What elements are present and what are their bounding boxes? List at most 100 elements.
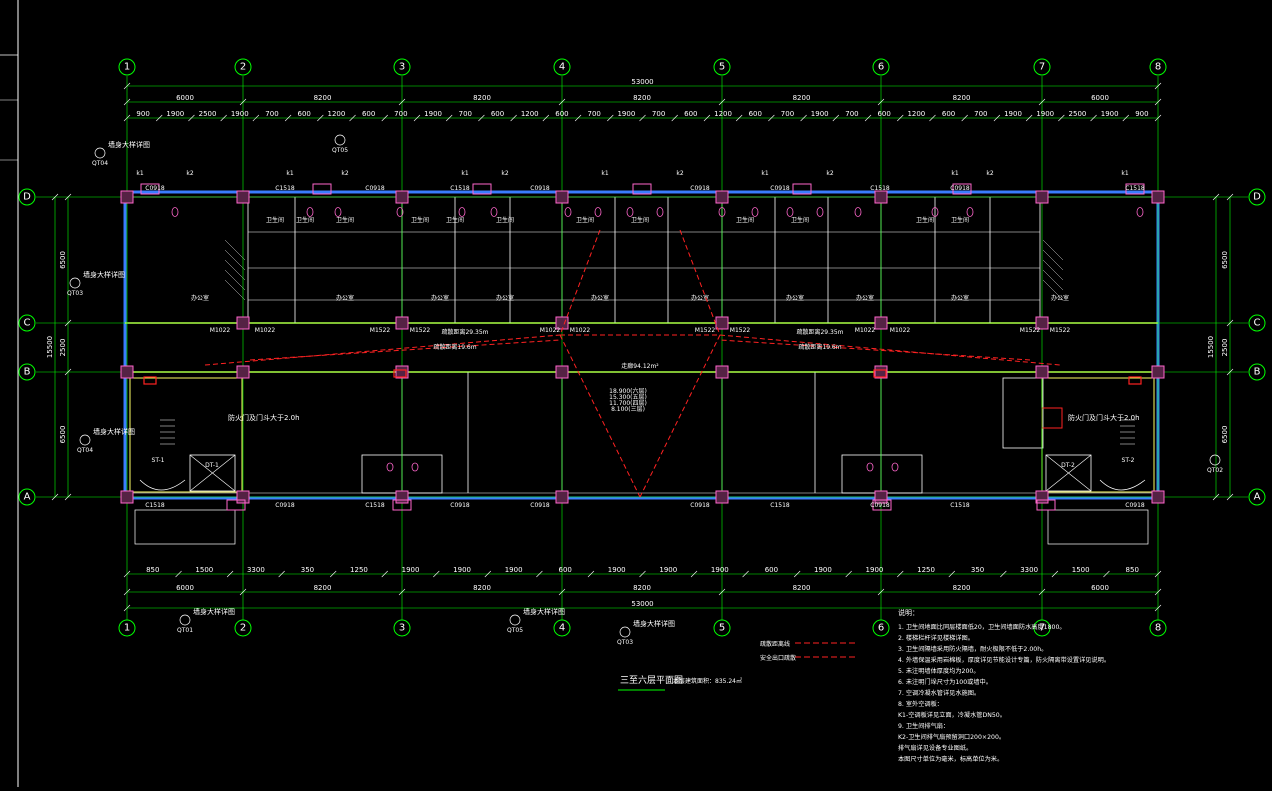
door-tag: M1522	[730, 327, 751, 334]
column	[1151, 490, 1165, 504]
dim-detail-top-tick	[1058, 114, 1065, 122]
dim-detail-bottom-tick	[1051, 570, 1059, 578]
room-label-bathroom: 卫生间	[916, 216, 934, 224]
dim-detail-top-value: 1200	[714, 110, 732, 118]
axis-bubble-3-bottom	[393, 619, 411, 637]
dim-detail-top-value: 900	[1135, 110, 1148, 118]
room-label-office: 办公室	[496, 294, 514, 302]
dim-detail-bottom-value: 1250	[350, 566, 368, 574]
toilet-fixture	[1136, 207, 1144, 217]
axis-label-8: 8	[1155, 623, 1161, 634]
column	[120, 365, 134, 379]
dim-total-bottom-tick	[123, 604, 131, 612]
evacuation-path	[249, 339, 561, 361]
dim-axis-bottom-value: 8200	[953, 584, 971, 592]
dim-axis-top-value: 8200	[953, 94, 971, 102]
column	[120, 490, 134, 504]
k-label: k2	[826, 170, 833, 177]
column	[1035, 316, 1049, 330]
evacuation-path	[204, 334, 561, 366]
toilet-fixture	[458, 207, 466, 217]
column	[1035, 190, 1049, 204]
column	[1151, 190, 1165, 204]
k-label: k1	[136, 170, 143, 177]
axis-label-D: D	[1253, 192, 1261, 203]
dim-detail-top-value: 700	[394, 110, 407, 118]
elevator-label-dt1: DT-1	[205, 462, 219, 469]
window-tag-bottom: C0918	[1125, 502, 1145, 509]
dim-detail-top-tick	[607, 114, 614, 122]
axis-bubble-6-bottom	[872, 619, 890, 637]
dim-left-axes-tick	[64, 493, 72, 501]
window-tag-bottom: C1518	[365, 502, 385, 509]
note-line-13: 本图尺寸单位为毫米，标高单位为米。	[898, 755, 1003, 763]
column	[236, 190, 250, 204]
evacuation-path	[639, 334, 721, 498]
legend: 疏散距离线 安全出口疏散	[760, 640, 855, 662]
dim-detail-bottom-value: 1900	[866, 566, 884, 574]
ac-unit-top	[632, 183, 652, 195]
axis-bubble-8-bottom	[1149, 619, 1167, 637]
dim-detail-top-tick	[671, 114, 678, 122]
column	[395, 316, 409, 330]
column	[120, 190, 134, 204]
detail-callout-text: 墙身大样详图	[108, 140, 150, 149]
axis-bubble-C-right	[1248, 314, 1266, 332]
dim-axis-top-tick	[877, 98, 885, 106]
dim-detail-bottom-value: 1900	[453, 566, 471, 574]
room-label-bathroom: 卫生间	[296, 216, 314, 224]
dim-detail-top-tick	[413, 114, 421, 122]
toilet-fixture	[966, 207, 974, 217]
dim-detail-bottom-value: 1900	[402, 566, 420, 574]
column	[555, 490, 569, 504]
detail-ref-qt05: QT05	[507, 627, 523, 634]
detail-ref-qt02: QT02	[1207, 467, 1223, 474]
dim-detail-bottom-tick	[845, 570, 852, 578]
axis-bubble-D-left	[18, 188, 36, 206]
room-label-office: 办公室	[856, 294, 874, 302]
window-tag-bottom: C1518	[770, 502, 790, 509]
detail-callout-text: 墙身大样详图	[633, 619, 675, 628]
elevation-tag: 15.300(五层)	[609, 394, 647, 401]
note-line-2: 2. 楼梯栏杆详见楼梯详图。	[898, 634, 974, 642]
dim-right-axes-value: 6500	[1221, 251, 1229, 269]
axis-bubble-7-bottom	[1033, 619, 1051, 637]
dim-detail-top-value: 2500	[1069, 110, 1087, 118]
dim-left-axes-tick	[64, 368, 72, 376]
toilet-fixture	[306, 207, 314, 217]
dim-right-total-tick	[1212, 193, 1220, 201]
room-label-office: 办公室	[191, 294, 209, 302]
detail-callout-bubble	[94, 147, 106, 159]
dim-detail-top-tick	[864, 114, 872, 122]
detail-callout-text: 墙身大样详图	[93, 427, 135, 436]
dim-detail-top-tick	[832, 114, 840, 122]
column	[555, 190, 569, 204]
dim-detail-top-tick	[349, 114, 356, 122]
axis-label-6: 6	[878, 623, 884, 634]
safety-exit-marker	[393, 369, 407, 378]
axis-label-B: B	[24, 367, 31, 378]
dim-detail-bottom-tick	[1103, 570, 1110, 578]
room-labels: 卫生间卫生间卫生间卫生间卫生间卫生间卫生间卫生间卫生间卫生间卫生间卫生间办公室办…	[136, 170, 1145, 509]
toilet-fixture	[866, 462, 874, 472]
k-label: k1	[761, 170, 768, 177]
dim-detail-top-value: 600	[555, 110, 568, 118]
dim-detail-top-tick	[510, 114, 517, 122]
note-line-1: 1. 卫生间地面比同层楼面低20，卫生间墙面防水高度1800。	[898, 623, 1066, 631]
dim-right-axes-tick	[1226, 193, 1234, 201]
window-tag-top: C0918	[530, 185, 550, 192]
k-label: k2	[341, 170, 348, 177]
legend-item-safety-exit: 安全出口疏散	[760, 654, 796, 662]
detail-callout-bubble	[509, 614, 521, 626]
dim-detail-bottom-tick	[1154, 570, 1162, 578]
dim-total-bottom-tick	[1154, 604, 1162, 612]
axis-label-C: C	[1254, 318, 1261, 329]
dim-axis-top-tick	[1038, 98, 1046, 106]
dim-left-axes-value: 6500	[59, 426, 67, 444]
dim-detail-bottom-tick	[433, 570, 440, 578]
room-label-bathroom: 卫生间	[446, 216, 464, 224]
dim-right-axes-tick	[1226, 319, 1234, 327]
door-tag: M1022	[890, 327, 911, 334]
dim-detail-top-tick	[542, 114, 550, 122]
toilet-fixture	[751, 207, 759, 217]
